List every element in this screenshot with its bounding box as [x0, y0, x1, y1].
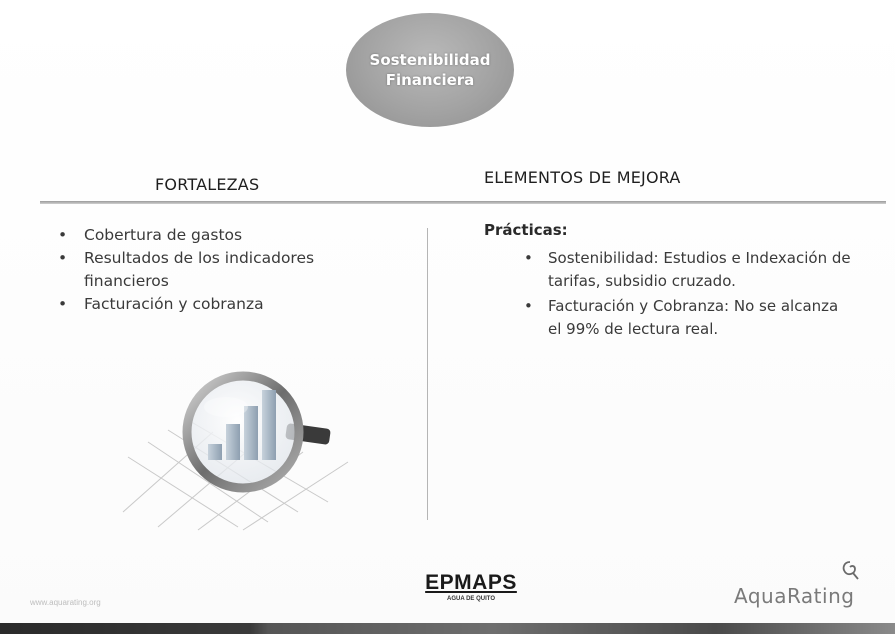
fortalezas-list: • Cobertura de gastos • Resultados de lo…: [52, 224, 392, 316]
slide-title-line1: Sostenibilidad: [369, 51, 491, 69]
slide-title-line2: Financiera: [385, 71, 475, 89]
bullet-icon: •: [58, 295, 68, 313]
mejora-heading: ELEMENTOS DE MEJORA: [484, 168, 681, 187]
horizontal-divider: [40, 201, 886, 204]
list-item-text: Resultados de los indicadores financiero…: [84, 249, 315, 290]
brand-subtitle: AGUA DE QUITO: [446, 596, 495, 602]
list-item-text: Facturación y Cobranza: No se alcanza el…: [548, 297, 839, 338]
bullet-icon: •: [58, 249, 68, 267]
fortalezas-heading: FORTALEZAS: [155, 175, 260, 194]
footer-url: www.aquarating.org: [30, 598, 101, 607]
practicas-subheading: Prácticas:: [484, 221, 568, 239]
magnifier-chart-illustration: [122, 371, 349, 531]
list-item-text: Sostenibilidad: Estudios e Indexación de…: [548, 249, 851, 290]
list-item-text: Cobertura de gastos: [84, 226, 243, 244]
epmaps-logo: EPMAPS AGUA DE QUITO: [416, 571, 526, 602]
slide-title-ellipse: Sostenibilidad Financiera: [346, 13, 514, 127]
list-item: • Cobertura de gastos: [52, 224, 392, 247]
bullet-icon: •: [524, 297, 533, 315]
aquarating-swirl-icon: [842, 561, 859, 580]
list-item: • Facturación y Cobranza: No se alcanza …: [522, 295, 852, 341]
bullet-icon: •: [524, 249, 533, 267]
list-item: • Sostenibilidad: Estudios e Indexación …: [522, 247, 852, 293]
brand-name: EPMAPS: [425, 571, 517, 594]
list-item-text: Facturación y cobranza: [84, 295, 264, 313]
aquarating-logo: AquaRating: [734, 584, 855, 608]
bottom-bar: [0, 623, 895, 634]
vertical-divider: [427, 228, 428, 520]
bullet-icon: •: [58, 226, 68, 244]
list-item: • Resultados de los indicadores financie…: [52, 247, 392, 293]
mejora-list: • Sostenibilidad: Estudios e Indexación …: [522, 247, 852, 343]
list-item: • Facturación y cobranza: [52, 293, 392, 316]
